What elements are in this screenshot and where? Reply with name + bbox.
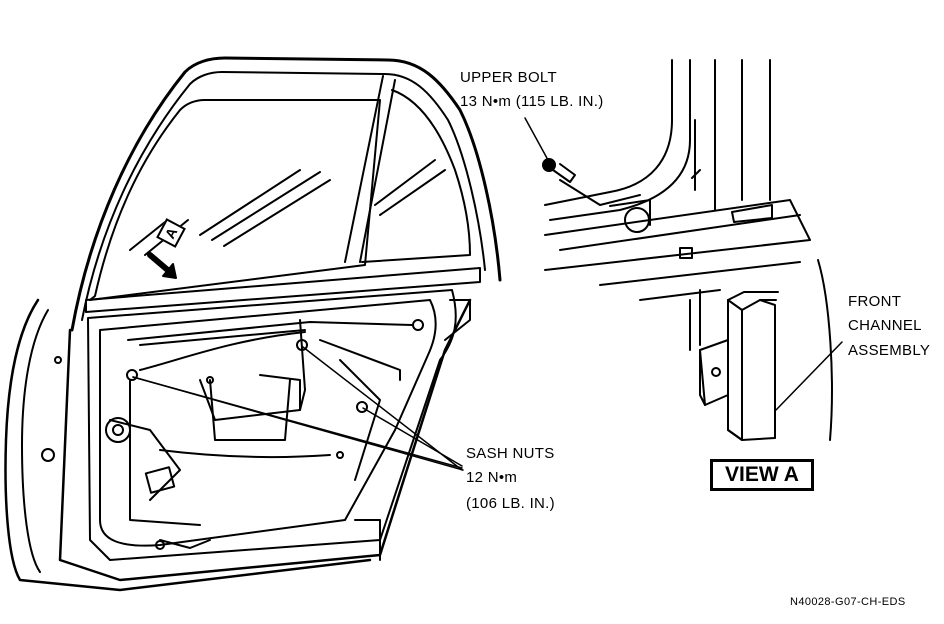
view-a-arrow — [147, 252, 177, 279]
sash-nuts-torque-metric: 12 N•m — [466, 469, 518, 486]
view-a-detail — [542, 59, 833, 441]
front-channel-label-line3: ASSEMBLY — [848, 342, 931, 359]
upper-bolt-torque: 13 N•m (115 LB. IN.) — [460, 93, 604, 110]
rear-door-drawing — [4, 56, 502, 592]
front-channel-label-line2: CHANNEL — [848, 317, 922, 334]
upper-bolt-title: UPPER BOLT — [460, 69, 557, 86]
sash-nuts-torque-imperial: (106 LB. IN.) — [466, 495, 555, 512]
view-a-title: VIEW A — [710, 459, 814, 491]
sash-nuts-title: SASH NUTS — [466, 445, 555, 462]
figure-code: N40028-G07-CH-EDS — [790, 596, 906, 608]
front-channel-label-line1: FRONT — [848, 293, 902, 310]
leader-lines — [132, 117, 843, 471]
